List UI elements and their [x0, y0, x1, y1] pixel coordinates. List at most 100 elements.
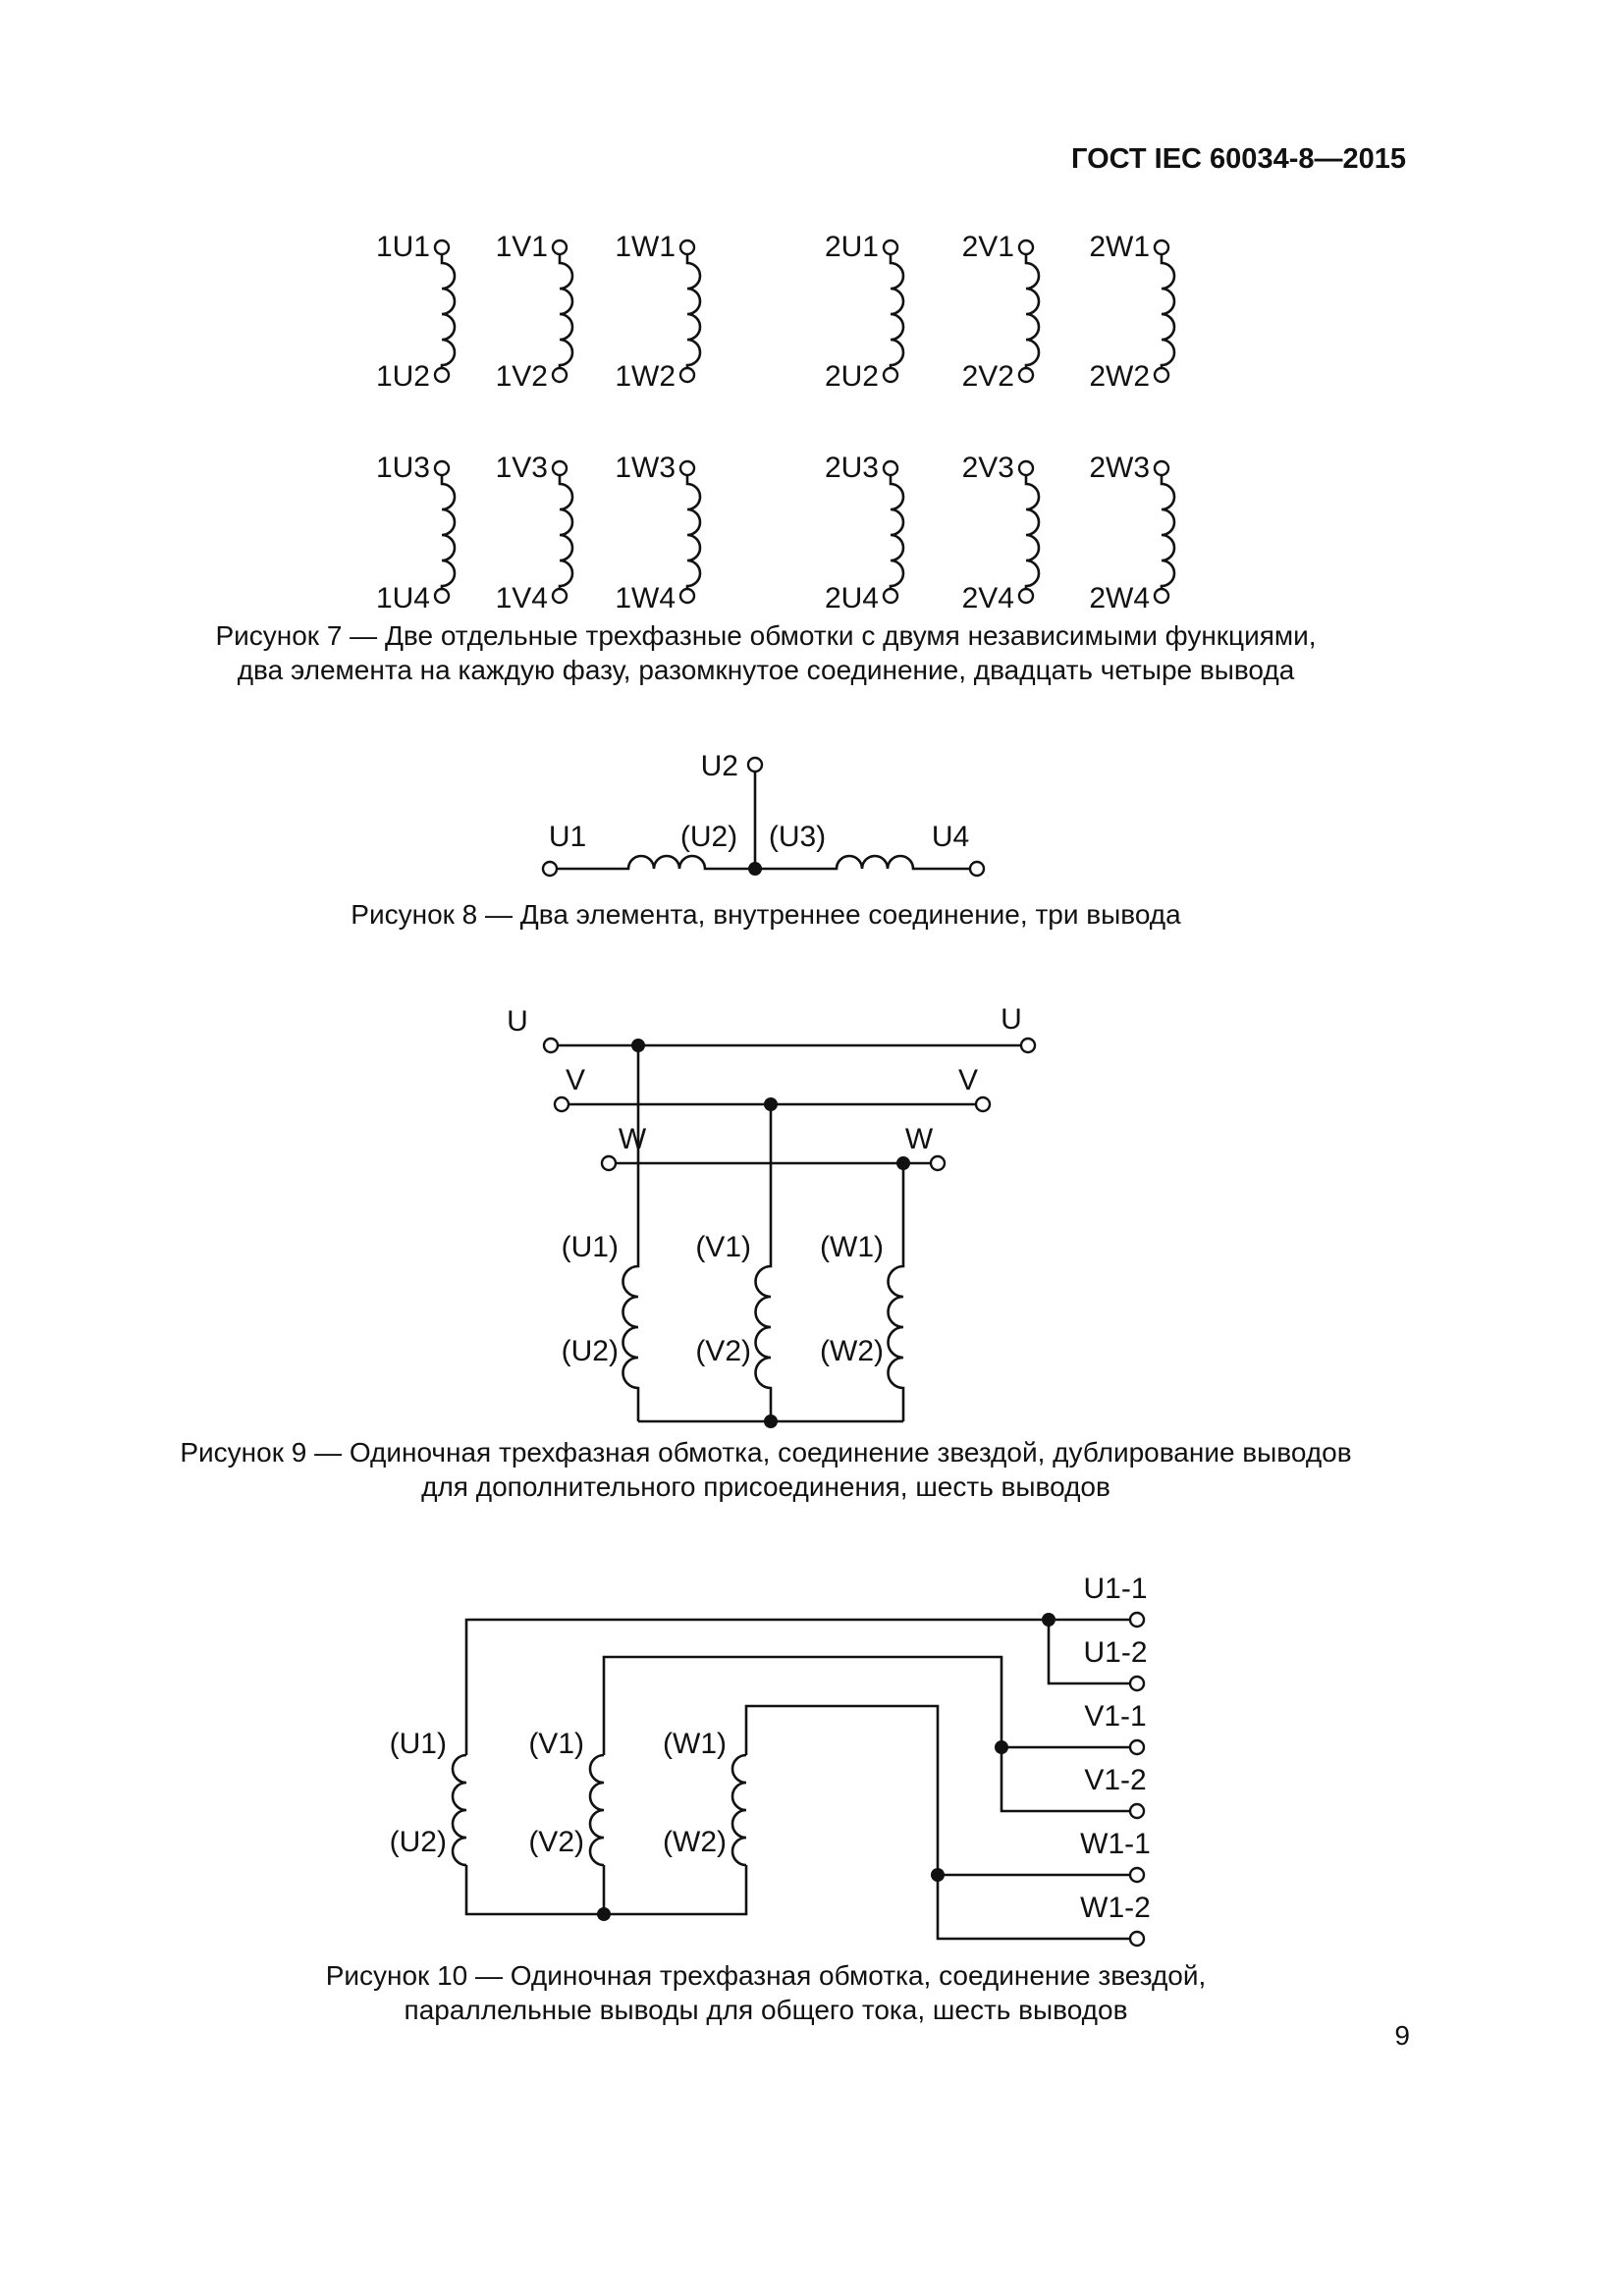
terminal-label: V: [958, 1064, 978, 1096]
terminal-circle: [1017, 587, 1035, 605]
terminal-circle: [1153, 239, 1170, 256]
terminal-label: 1V3: [496, 452, 548, 484]
terminal-circle: [1017, 239, 1035, 256]
coil: [889, 475, 905, 589]
caption-line: Рисунок 10 — Одиночная трехфазная обмотк…: [325, 1960, 1207, 1991]
terminal-circle: [542, 1037, 560, 1054]
terminal-label: 2U3: [825, 452, 879, 484]
winding-label: (V1): [695, 1231, 751, 1263]
terminal-label: U: [507, 1005, 528, 1038]
coil: [451, 1753, 467, 1867]
lead-v: [602, 1655, 1130, 1755]
terminal-circle: [929, 1154, 947, 1172]
terminal-circle: [541, 860, 559, 878]
terminal-label: 1W3: [615, 452, 676, 484]
lead-w-parallel: [936, 1875, 1130, 1941]
terminal-circle: [1128, 1611, 1146, 1629]
coil: [1160, 475, 1176, 589]
coil: [622, 1045, 640, 1421]
terminal-label: 1V4: [496, 582, 548, 614]
terminal-circle: [882, 366, 899, 384]
terminal-circle: [1017, 459, 1035, 477]
terminal-label: W: [905, 1123, 934, 1155]
terminal-label: 2W1: [1089, 231, 1150, 263]
coil: [440, 475, 457, 589]
coil: [558, 254, 574, 368]
terminal-label: 2W4: [1089, 582, 1150, 614]
figure10-diagram: U1-1 U1-2 V1-1 V1-2 W1-1 W1-2 (U1) (V1) …: [390, 1573, 1151, 1948]
figure7-caption: Рисунок 7 — Две отдельные трехфазные обм…: [0, 618, 1532, 687]
terminal-label: 1U4: [376, 582, 430, 614]
winding-label: U1: [549, 821, 586, 853]
junction-dot: [597, 1907, 611, 1921]
junction-dot: [931, 1868, 945, 1882]
terminal-label: 1U2: [376, 360, 430, 393]
winding-element: 2V1 2V2: [962, 231, 1041, 393]
terminal-circle: [433, 366, 451, 384]
caption-line: два элемента на каждую фазу, разомкнутое…: [237, 655, 1295, 685]
winding-label: (U1): [390, 1728, 447, 1760]
figure7-diagram: 1U1 1U2 1V1 1V2 1W1 1W2 2U1 2U2: [376, 231, 1176, 614]
coil: [685, 475, 702, 589]
figure8-diagram: U2 U1 (U2) (U3) U4: [541, 750, 986, 878]
star-point-bus: [464, 1865, 748, 1916]
terminal-circle: [968, 860, 986, 878]
terminal-label: 2W3: [1089, 452, 1150, 484]
page-number: 9: [1394, 2020, 1410, 2051]
winding-element: 2U1 2U2: [825, 231, 905, 393]
terminal-label: 1V1: [496, 231, 548, 263]
terminal-circle: [882, 587, 899, 605]
terminal-label: 1U3: [376, 452, 430, 484]
coil: [1160, 254, 1176, 368]
junction-dot: [764, 1415, 778, 1428]
lead-w: [744, 1704, 1130, 1877]
terminal-label: U1-2: [1083, 1636, 1147, 1669]
terminal-label: W1-2: [1080, 1892, 1151, 1924]
terminal-label: 2V4: [962, 582, 1014, 614]
winding-element: 2W3 2W4: [1089, 452, 1176, 614]
caption-line: Рисунок 9 — Одиночная трехфазная обмотка…: [180, 1437, 1352, 1468]
winding-element: 2W1 2W2: [1089, 231, 1176, 393]
terminal-label: W1-1: [1080, 1828, 1151, 1860]
terminal-circle: [1128, 1930, 1146, 1948]
winding-label: (V2): [528, 1826, 584, 1858]
terminal-circle: [974, 1095, 992, 1113]
terminal-circle: [882, 239, 899, 256]
junction-dot: [748, 862, 762, 876]
terminal-circle: [746, 756, 764, 774]
winding-label: (U2): [390, 1826, 447, 1858]
caption-line: Рисунок 7 — Две отдельные трехфазные обм…: [215, 620, 1317, 651]
coil: [731, 1753, 747, 1867]
winding-label: (W2): [663, 1826, 727, 1858]
coil: [887, 1163, 905, 1421]
document-header-title: ГОСТ IEC 60034-8—2015: [1071, 143, 1406, 175]
winding-label: (U2): [680, 821, 737, 853]
winding-label: (W1): [820, 1231, 884, 1263]
terminal-circle: [1128, 1675, 1146, 1692]
terminal-label: V: [566, 1064, 585, 1096]
figure9-diagram: U U V V W W (U1) (V1) (W1) (U2) (V2) (W2…: [507, 1003, 1037, 1428]
terminal-label: U2: [701, 750, 738, 782]
terminal-circle: [553, 1095, 570, 1113]
terminal-circle: [678, 366, 696, 384]
caption-line: для дополнительного присоединения, шесть…: [421, 1471, 1110, 1502]
figure9-caption: Рисунок 9 — Одиночная трехфазная обмотка…: [0, 1435, 1532, 1504]
terminal-circle: [1128, 1738, 1146, 1756]
terminal-circle: [1128, 1802, 1146, 1820]
terminal-label: 2V1: [962, 231, 1014, 263]
coil: [685, 254, 702, 368]
junction-dot: [764, 1097, 778, 1111]
terminal-circle: [1153, 366, 1170, 384]
winding-element: 2U3 2U4: [825, 452, 905, 614]
caption-line: Рисунок 8 — Два элемента, внутреннее сое…: [351, 899, 1181, 930]
junction-dot: [1042, 1613, 1056, 1627]
terminal-label: W: [619, 1123, 647, 1155]
terminal-circle: [678, 587, 696, 605]
terminal-label: 1W4: [615, 582, 676, 614]
coil: [558, 475, 574, 589]
terminal-circle: [1128, 1866, 1146, 1884]
terminal-circle: [433, 587, 451, 605]
terminal-label: 2W2: [1089, 360, 1150, 393]
winding-element: 1V1 1V2: [496, 231, 574, 393]
